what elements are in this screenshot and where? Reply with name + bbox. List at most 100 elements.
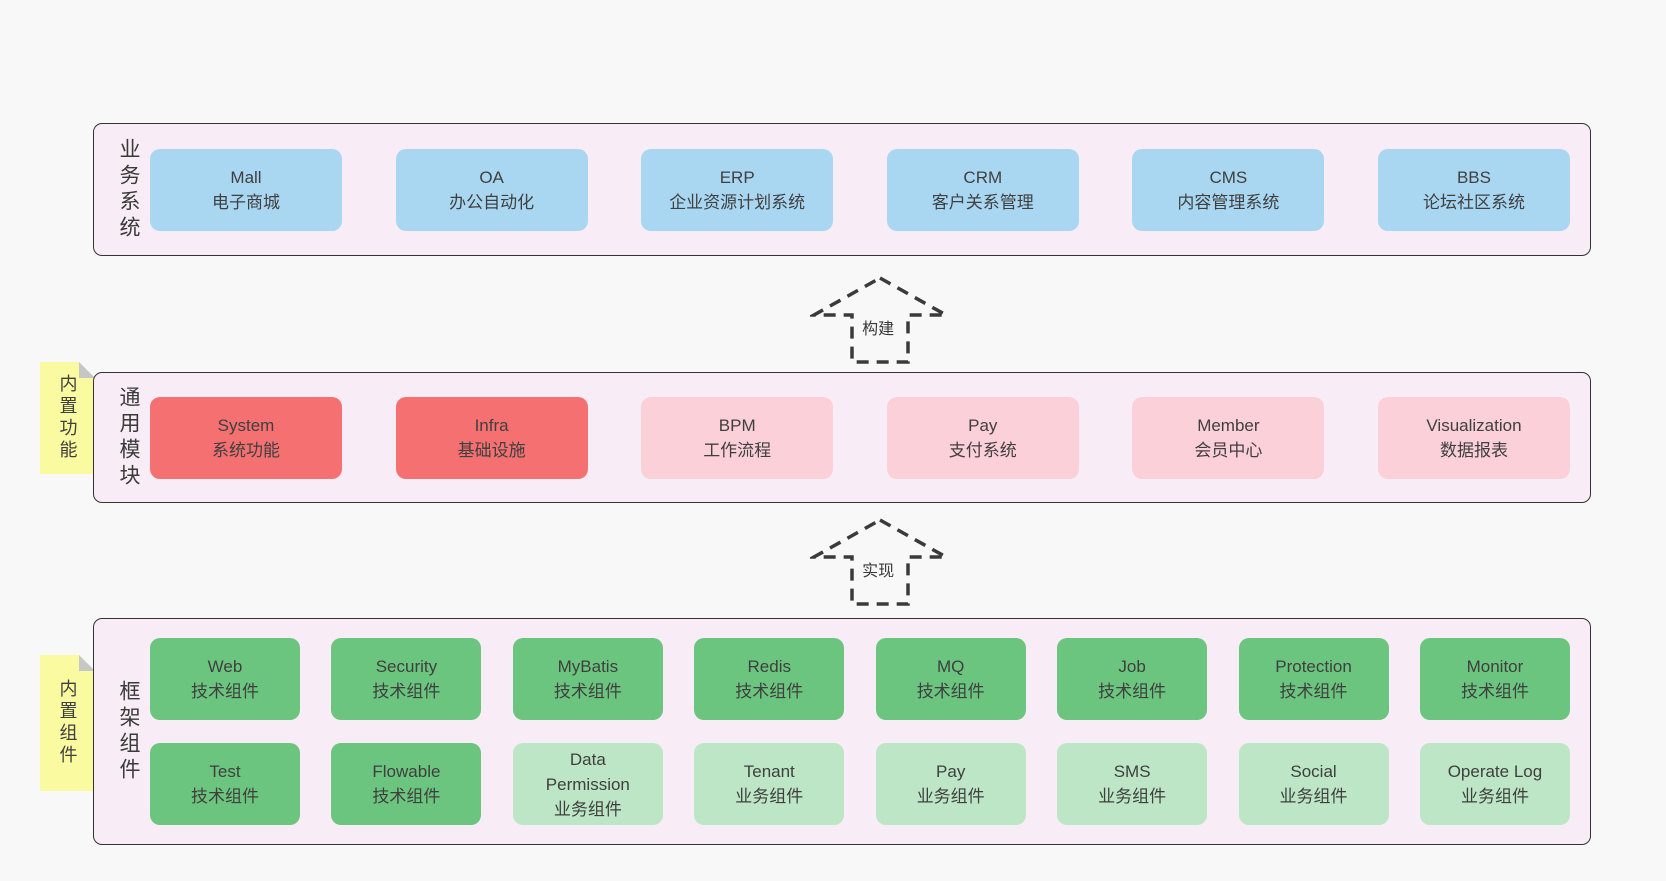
- box-tenant-title: Tenant: [743, 762, 795, 781]
- box-mq-title: MQ: [936, 657, 965, 676]
- box-test: Test 技术组件: [150, 743, 300, 825]
- box-sms-subtitle: 业务组件: [1098, 787, 1167, 806]
- box-security-subtitle: 技术组件: [372, 682, 441, 701]
- box-member-subtitle: 会员中心: [1194, 440, 1263, 460]
- box-mall: Mall 电子商城: [150, 148, 342, 231]
- arrow-implement: 实现: [810, 516, 950, 608]
- box-oa: OA 办公自动化: [395, 148, 588, 231]
- box-system-title: System: [217, 415, 275, 435]
- band-framework-components-label: 框架组件: [117, 679, 140, 784]
- box-mall-title: Mall: [230, 167, 262, 187]
- box-data-permission-subtitle: 业务组件: [553, 799, 622, 819]
- box-cms: CMS 内容管理系统: [1132, 148, 1325, 231]
- box-redis-title: Redis: [747, 657, 791, 676]
- band-business-systems-label: 业务系统: [117, 137, 140, 242]
- box-crm: CRM 客户关系管理: [886, 148, 1079, 231]
- box-mq: MQ 技术组件: [875, 638, 1026, 720]
- box-monitor-title: Monitor: [1466, 657, 1524, 676]
- box-pay-component: Pay 业务组件: [875, 743, 1026, 825]
- box-data-permission: Data Permission 业务组件: [512, 743, 663, 825]
- box-sms-title: SMS: [1113, 762, 1151, 781]
- box-system-subtitle: 系统功能: [212, 440, 280, 460]
- sticky-builtin-components-label: 内置组件: [57, 679, 78, 767]
- box-job: Job 技术组件: [1057, 638, 1208, 720]
- box-mall-subtitle: 电子商城: [212, 192, 280, 212]
- box-web-title: Web: [207, 657, 243, 676]
- box-web: Web 技术组件: [150, 638, 300, 720]
- sticky-builtin-features-label: 内置功能: [57, 374, 78, 462]
- box-bpm-title: BPM: [718, 415, 756, 435]
- arrow-build-label: 构建: [859, 314, 898, 340]
- box-web-subtitle: 技术组件: [191, 682, 259, 701]
- box-operate-log-subtitle: 业务组件: [1460, 787, 1529, 806]
- box-monitor-subtitle: 技术组件: [1460, 682, 1529, 701]
- business-systems-row: Mall 电子商城 OA 办公自动化 ERP 企业资源计划系统 CRM 客户关系…: [150, 148, 1570, 231]
- box-erp-title: ERP: [719, 167, 755, 187]
- box-oa-subtitle: 办公自动化: [449, 192, 535, 212]
- band-common-modules: 通用模块 System 系统功能 Infra 基础设施 BPM 工作流程 Pay…: [93, 372, 1591, 503]
- box-erp-subtitle: 企业资源计划系统: [669, 192, 806, 212]
- band-business-systems-rows: Mall 电子商城 OA 办公自动化 ERP 企业资源计划系统 CRM 客户关系…: [150, 124, 1570, 255]
- box-bpm-subtitle: 工作流程: [703, 440, 772, 460]
- box-cms-subtitle: 内容管理系统: [1177, 192, 1280, 212]
- box-security: Security 技术组件: [331, 638, 482, 720]
- box-member-title: Member: [1197, 415, 1260, 435]
- common-modules-row: System 系统功能 Infra 基础设施 BPM 工作流程 Pay 支付系统…: [150, 396, 1570, 479]
- box-erp: ERP 企业资源计划系统: [641, 148, 834, 231]
- up-arrow-icon: [810, 517, 950, 606]
- box-job-subtitle: 技术组件: [1098, 682, 1167, 701]
- box-pay-system-title: Pay: [968, 415, 998, 435]
- framework-components-row-1: Web 技术组件 Security 技术组件 MyBatis 技术组件 Redi…: [150, 638, 1570, 720]
- box-visualization-subtitle: 数据报表: [1439, 440, 1508, 460]
- box-tenant-subtitle: 业务组件: [735, 787, 804, 806]
- box-bpm: BPM 工作流程: [641, 396, 834, 479]
- box-oa-title: OA: [479, 167, 504, 187]
- box-mybatis: MyBatis 技术组件: [512, 638, 663, 720]
- band-framework-components: 框架组件 Web 技术组件 Security 技术组件 MyBatis 技术组件…: [93, 618, 1591, 845]
- box-crm-title: CRM: [963, 167, 1003, 187]
- box-security-title: Security: [375, 657, 438, 676]
- box-pay-system: Pay 支付系统: [886, 396, 1079, 479]
- box-redis-subtitle: 技术组件: [735, 682, 804, 701]
- band-business-systems: 业务系统 Mall 电子商城 OA 办公自动化 ERP 企业资源计划系统 CRM…: [93, 123, 1591, 256]
- band-framework-components-rows: Web 技术组件 Security 技术组件 MyBatis 技术组件 Redi…: [150, 619, 1570, 844]
- box-mq-subtitle: 技术组件: [916, 682, 985, 701]
- box-crm-subtitle: 客户关系管理: [931, 192, 1034, 212]
- box-test-title: Test: [209, 762, 241, 781]
- box-bbs: BBS 论坛社区系统: [1377, 148, 1570, 231]
- box-protection-subtitle: 技术组件: [1279, 682, 1348, 701]
- box-flowable: Flowable 技术组件: [331, 743, 482, 825]
- box-social: Social 业务组件: [1238, 743, 1389, 825]
- box-flowable-title: Flowable: [372, 762, 441, 781]
- box-infra-subtitle: 基础设施: [457, 440, 526, 460]
- box-test-subtitle: 技术组件: [191, 787, 259, 806]
- box-cms-title: CMS: [1209, 167, 1248, 187]
- box-protection: Protection 技术组件: [1238, 638, 1389, 720]
- box-social-subtitle: 业务组件: [1279, 787, 1348, 806]
- box-bbs-title: BBS: [1456, 167, 1491, 187]
- box-mybatis-title: MyBatis: [557, 657, 619, 676]
- box-sms: SMS 业务组件: [1057, 743, 1208, 825]
- box-member: Member 会员中心: [1132, 396, 1325, 479]
- arrow-implement-label: 实现: [859, 556, 898, 582]
- box-system: System 系统功能: [150, 396, 342, 479]
- up-arrow-icon: [810, 275, 950, 364]
- box-pay-component-title: Pay: [936, 762, 966, 781]
- box-visualization-title: Visualization: [1426, 415, 1522, 435]
- sticky-builtin-components: 内置组件: [40, 655, 95, 791]
- box-infra-title: Infra: [474, 415, 509, 435]
- box-redis: Redis 技术组件: [694, 638, 845, 720]
- box-pay-system-subtitle: 支付系统: [948, 440, 1017, 460]
- band-common-modules-label: 通用模块: [117, 385, 140, 490]
- box-flowable-subtitle: 技术组件: [372, 787, 441, 806]
- band-common-modules-rows: System 系统功能 Infra 基础设施 BPM 工作流程 Pay 支付系统…: [150, 373, 1570, 502]
- box-operate-log-title: Operate Log: [1447, 762, 1543, 781]
- box-infra: Infra 基础设施: [395, 396, 588, 479]
- box-visualization: Visualization 数据报表: [1377, 396, 1570, 479]
- box-monitor: Monitor 技术组件: [1419, 638, 1570, 720]
- box-protection-title: Protection: [1275, 657, 1352, 676]
- box-tenant: Tenant 业务组件: [694, 743, 845, 825]
- box-operate-log: Operate Log 业务组件: [1419, 743, 1570, 825]
- framework-components-row-2: Test 技术组件 Flowable 技术组件 Data Permission …: [150, 743, 1570, 825]
